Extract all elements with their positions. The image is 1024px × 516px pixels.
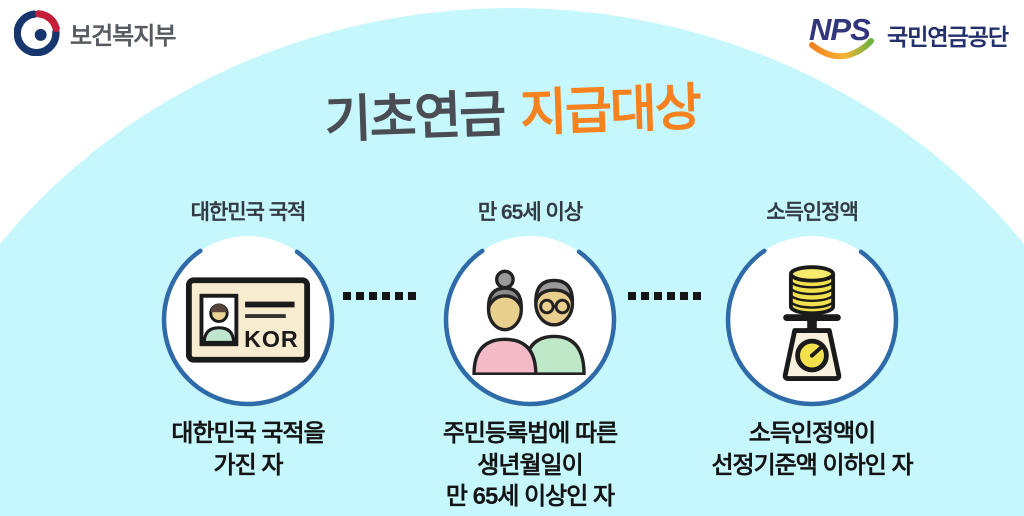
dot [356, 292, 364, 300]
dotted-connector [343, 292, 416, 300]
mohw-logo-label: 보건복지부 [70, 22, 176, 50]
id-card-kor-icon: KOR [185, 277, 311, 363]
nps-logo-text: NPS [809, 12, 871, 47]
criterion-circle [724, 232, 900, 408]
dot [343, 292, 351, 300]
nps-swoosh-icon [809, 38, 875, 60]
nps-logo: NPS 국민연금공단 [809, 12, 1009, 60]
nps-logo-korean-label: 국민연금공단 [887, 24, 1009, 50]
criterion-description: 대한민국 국적을 가진 자 [171, 420, 325, 479]
title-primary: 기초연금 [323, 85, 506, 149]
dot [654, 292, 662, 300]
dot [693, 292, 701, 300]
criterion-description: 소득인정액이 선정기준액 이하인 자 [711, 420, 913, 479]
coins-on-scale-icon [782, 265, 842, 381]
dot [382, 292, 390, 300]
criterion-badge: 만 65세 이상 [477, 201, 583, 224]
nps-logo-mark: NPS [809, 12, 879, 60]
dotted-connector [628, 292, 701, 300]
criterion-column-age: 만 65세 이상 주민등록법에 따른 생년 [390, 196, 670, 513]
dot [628, 292, 636, 300]
mohw-taegeuk-icon [14, 10, 60, 56]
id-card-kor-label: KOR [244, 326, 299, 352]
elderly-couple-icon [472, 269, 586, 375]
mohw-logo: 보건복지부 [14, 10, 176, 56]
dot [395, 292, 403, 300]
criterion-description: 주민등록법에 따른 생년월일이 만 65세 이상인 자 [442, 420, 618, 511]
criterion-column-nationality: 대한민국 국적 KOR 대한민국 국적을 가진 자 [108, 196, 388, 481]
dot [408, 292, 416, 300]
criterion-column-income: 소득인정액 소득인정액이 선정기준액 이하인 자 [672, 196, 952, 481]
criterion-badge: 소득인정액 [766, 201, 859, 224]
dot [641, 292, 649, 300]
dot [369, 292, 377, 300]
criterion-circle [442, 232, 618, 408]
dot [680, 292, 688, 300]
criterion-badge: 대한민국 국적 [190, 201, 307, 224]
dot [667, 292, 675, 300]
title-accent: 지급대상 [519, 78, 701, 142]
criterion-circle: KOR [160, 232, 336, 408]
